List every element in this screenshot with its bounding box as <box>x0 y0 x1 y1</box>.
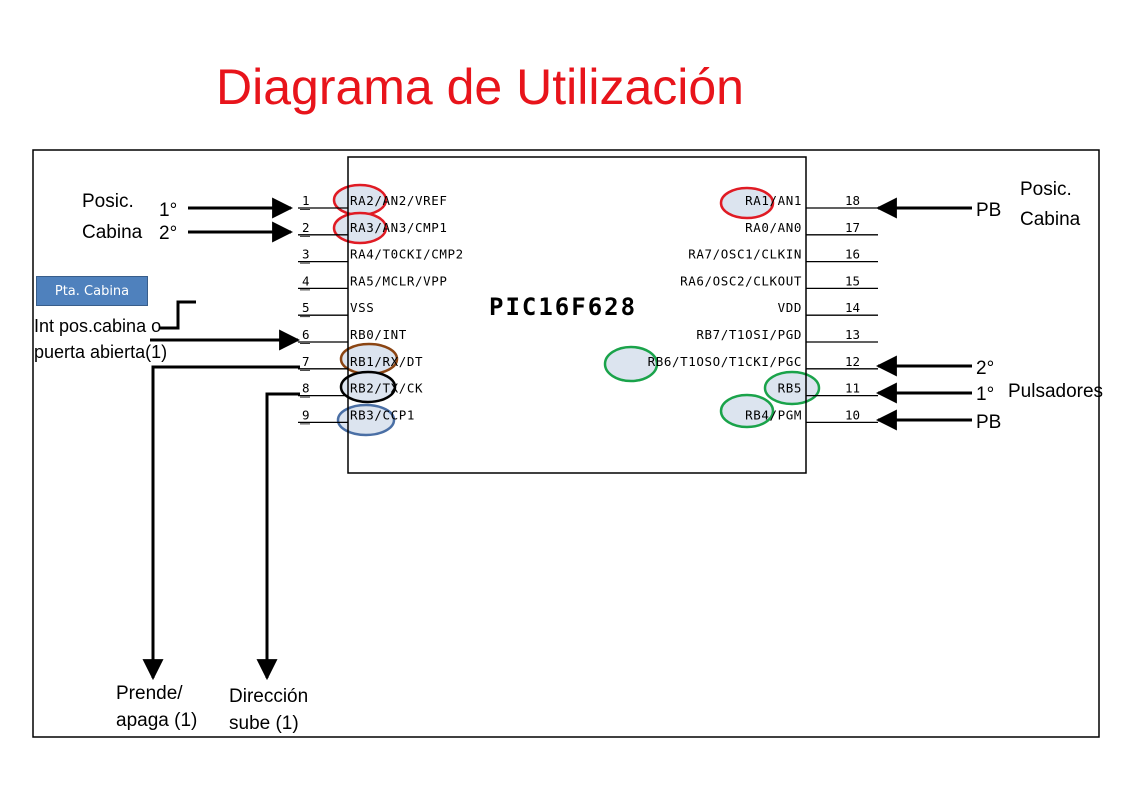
pin-number-right: 16 <box>845 247 860 262</box>
pin-label-right: VDD <box>778 300 802 315</box>
pin-label-right: RB4/PGM <box>745 407 802 422</box>
line-prende <box>142 365 300 681</box>
pin-label-left: RB3/CCP1 <box>350 407 415 422</box>
left-pins: 1 RA2/AN2/VREF 2 RA3/AN3/CMP1 3 RA4/T0CKI/CMP… <box>298 193 464 425</box>
pin-number-right: 13 <box>845 327 860 342</box>
chip-name: PIC16F628 <box>489 293 637 321</box>
highlight-rb6 <box>603 345 659 383</box>
pin-label-left: RB0/INT <box>350 327 407 342</box>
pin-number-left: 4 <box>302 273 310 288</box>
int-label-line2: puerta abierta(1) <box>34 342 167 362</box>
diagram-frame <box>32 149 1100 738</box>
highlight-ra3 <box>332 211 388 245</box>
pin-number-left: 7 <box>302 354 310 369</box>
step-symbol-icon <box>160 300 196 330</box>
line-direccion <box>256 392 300 681</box>
right-pins: 18 RA1/AN1 17 RA0/AN0 16 RA7/OSC1/CLKIN 15 RA6/… <box>648 193 878 424</box>
pin-number-right: 18 <box>845 193 860 208</box>
pin-label-left: RA4/T0CKI/CMP2 <box>350 247 464 262</box>
pin-label-left: VSS <box>350 300 374 315</box>
second-left-label: 2° <box>159 223 177 244</box>
pin-number-left: 8 <box>302 381 310 396</box>
pin-label-left: RA3/AN3/CMP1 <box>350 220 448 235</box>
first-right-label: 1° <box>976 384 994 405</box>
pin-label-right: RA0/AN0 <box>745 220 802 235</box>
pin-number-left: 6 <box>302 327 310 342</box>
pin-number-right: 14 <box>845 300 860 315</box>
pin-number-left: 1 <box>302 193 310 208</box>
pin-number-right: 11 <box>845 381 860 396</box>
slide-title: Diagrama de Utilización <box>215 59 744 115</box>
pta-cabina-badge: Pta. Cabina <box>36 276 148 306</box>
pulsadores-label: Pulsadores <box>1008 381 1103 402</box>
int-label-line1: Int pos.cabina o <box>34 316 161 336</box>
highlight-rb4 <box>719 393 775 429</box>
second-right-label: 2° <box>976 358 994 379</box>
pin-label-right: RA7/OSC1/CLKIN <box>688 247 802 262</box>
pin-number-left: 3 <box>302 247 310 262</box>
pin-label-right: RB7/T1OSI/PGD <box>696 327 802 342</box>
pin-label-left: RA2/AN2/VREF <box>350 193 448 208</box>
pb-bottom-label: PB <box>976 412 1001 433</box>
pin-number-left: 5 <box>302 300 310 315</box>
pin-number-right: 12 <box>845 354 860 369</box>
highlight-rb3 <box>336 403 396 437</box>
highlight-ra1 <box>719 186 775 220</box>
highlight-rb2 <box>339 370 397 404</box>
pin-number-right: 17 <box>845 220 860 235</box>
highlights <box>332 183 821 437</box>
pin-number-left: 2 <box>302 220 310 235</box>
direccion-line2: sube (1) <box>229 713 299 734</box>
posic-left-line2: Cabina <box>82 222 143 243</box>
prende-line1: Prende/ <box>116 683 183 704</box>
direccion-line1: Dirección <box>229 686 308 707</box>
pin-label-left: RA5/MCLR/VPP <box>350 273 448 288</box>
prende-line2: apaga (1) <box>116 710 197 731</box>
first-left-label: 1° <box>159 200 177 221</box>
pin-label-left: RB2/TX/CK <box>350 381 423 396</box>
pin-number-right: 10 <box>845 407 860 422</box>
posic-left-line1: Posic. <box>82 191 134 212</box>
pin-label-right: RB6/T1OSO/T1CKI/PGC <box>648 354 802 369</box>
posic-right-line1: Posic. <box>1020 179 1072 200</box>
pin-label-left: RB1/RX/DT <box>350 354 423 369</box>
pin-number-right: 15 <box>845 273 860 288</box>
pin-label-right: RA1/AN1 <box>745 193 802 208</box>
pin-label-right: RB5 <box>778 381 802 396</box>
pb-top-label: PB <box>976 200 1001 221</box>
pin-label-right: RA6/OSC2/CLKOUT <box>680 273 802 288</box>
pin-number-left: 9 <box>302 407 310 422</box>
posic-right-line2: Cabina <box>1020 209 1081 230</box>
